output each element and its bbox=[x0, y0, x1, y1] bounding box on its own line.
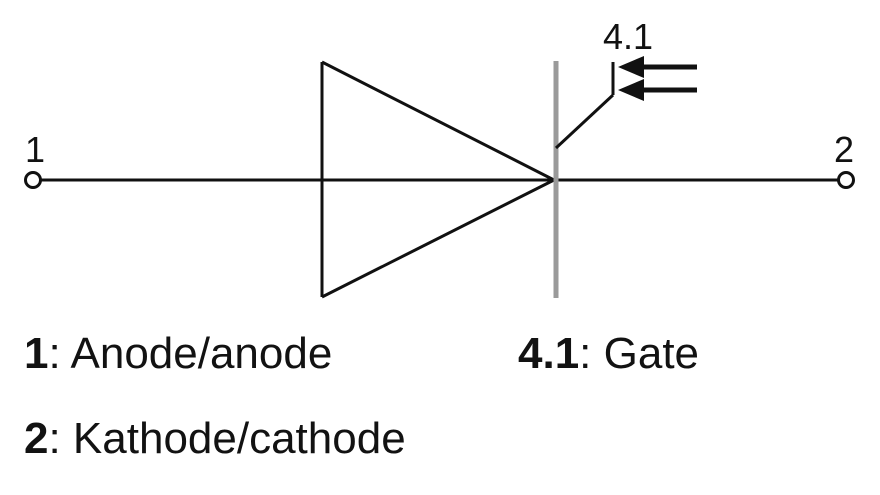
legend-cathode-number: 2 bbox=[24, 414, 49, 463]
legend-anode-number: 1 bbox=[24, 329, 49, 378]
legend-anode-description: : Anode/anode bbox=[48, 329, 333, 378]
legend-item-anode: 1: Anode/anode bbox=[24, 332, 332, 376]
gate-lead-diagonal bbox=[554, 93, 615, 150]
trigger-arrow-upper-head bbox=[618, 56, 644, 78]
legend-item-gate: 4.1: Gate bbox=[518, 332, 699, 376]
legend-cathode-description: : Kathode/cathode bbox=[48, 414, 406, 463]
legend-gate-number: 4.1 bbox=[518, 329, 580, 378]
cathode-terminal-node bbox=[837, 171, 855, 189]
anode-pin-number: 1 bbox=[25, 129, 45, 170]
triangle-lower-edge bbox=[321, 178, 555, 299]
thyristor-symbol-svg: 1 2 4.1 bbox=[24, 16, 855, 299]
anode-terminal-node bbox=[24, 171, 42, 189]
legend-gate-description: : Gate bbox=[579, 329, 700, 378]
legend-item-cathode: 2: Kathode/cathode bbox=[24, 417, 406, 461]
gate-pin-number: 4.1 bbox=[603, 16, 653, 57]
triangle-upper-edge bbox=[321, 60, 555, 182]
cathode-pin-number: 2 bbox=[834, 129, 854, 170]
trigger-arrow-lower-head bbox=[618, 79, 644, 101]
